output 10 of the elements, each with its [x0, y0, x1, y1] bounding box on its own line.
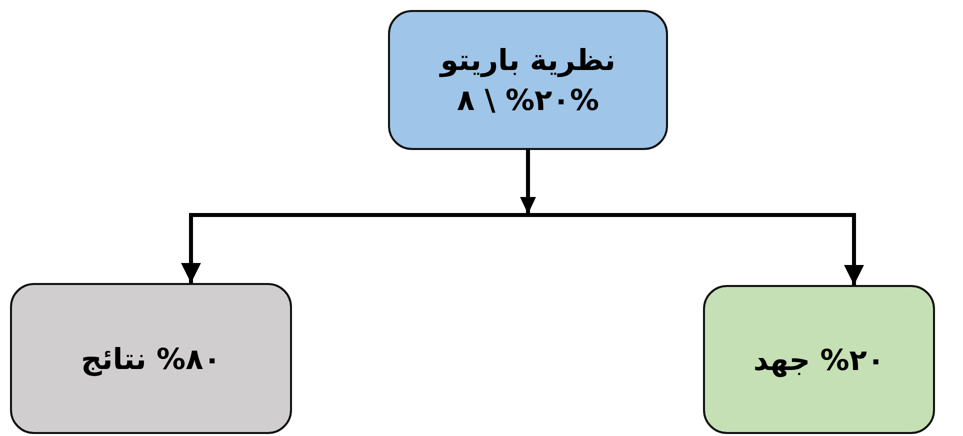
- box-label: ٨٠% نتائج: [81, 340, 221, 378]
- effort-box: [703, 285, 935, 434]
- arrow: [528, 213, 864, 285]
- title-box: [388, 10, 668, 150]
- arrow: [181, 213, 528, 283]
- box-label: ٢٠% جهد: [753, 342, 885, 380]
- box-label: نظرية باريتو: [440, 42, 616, 80]
- result-box: [10, 283, 292, 434]
- arrow: [520, 150, 536, 215]
- ratio-label: ٢٠% \ ٨%: [456, 82, 599, 119]
